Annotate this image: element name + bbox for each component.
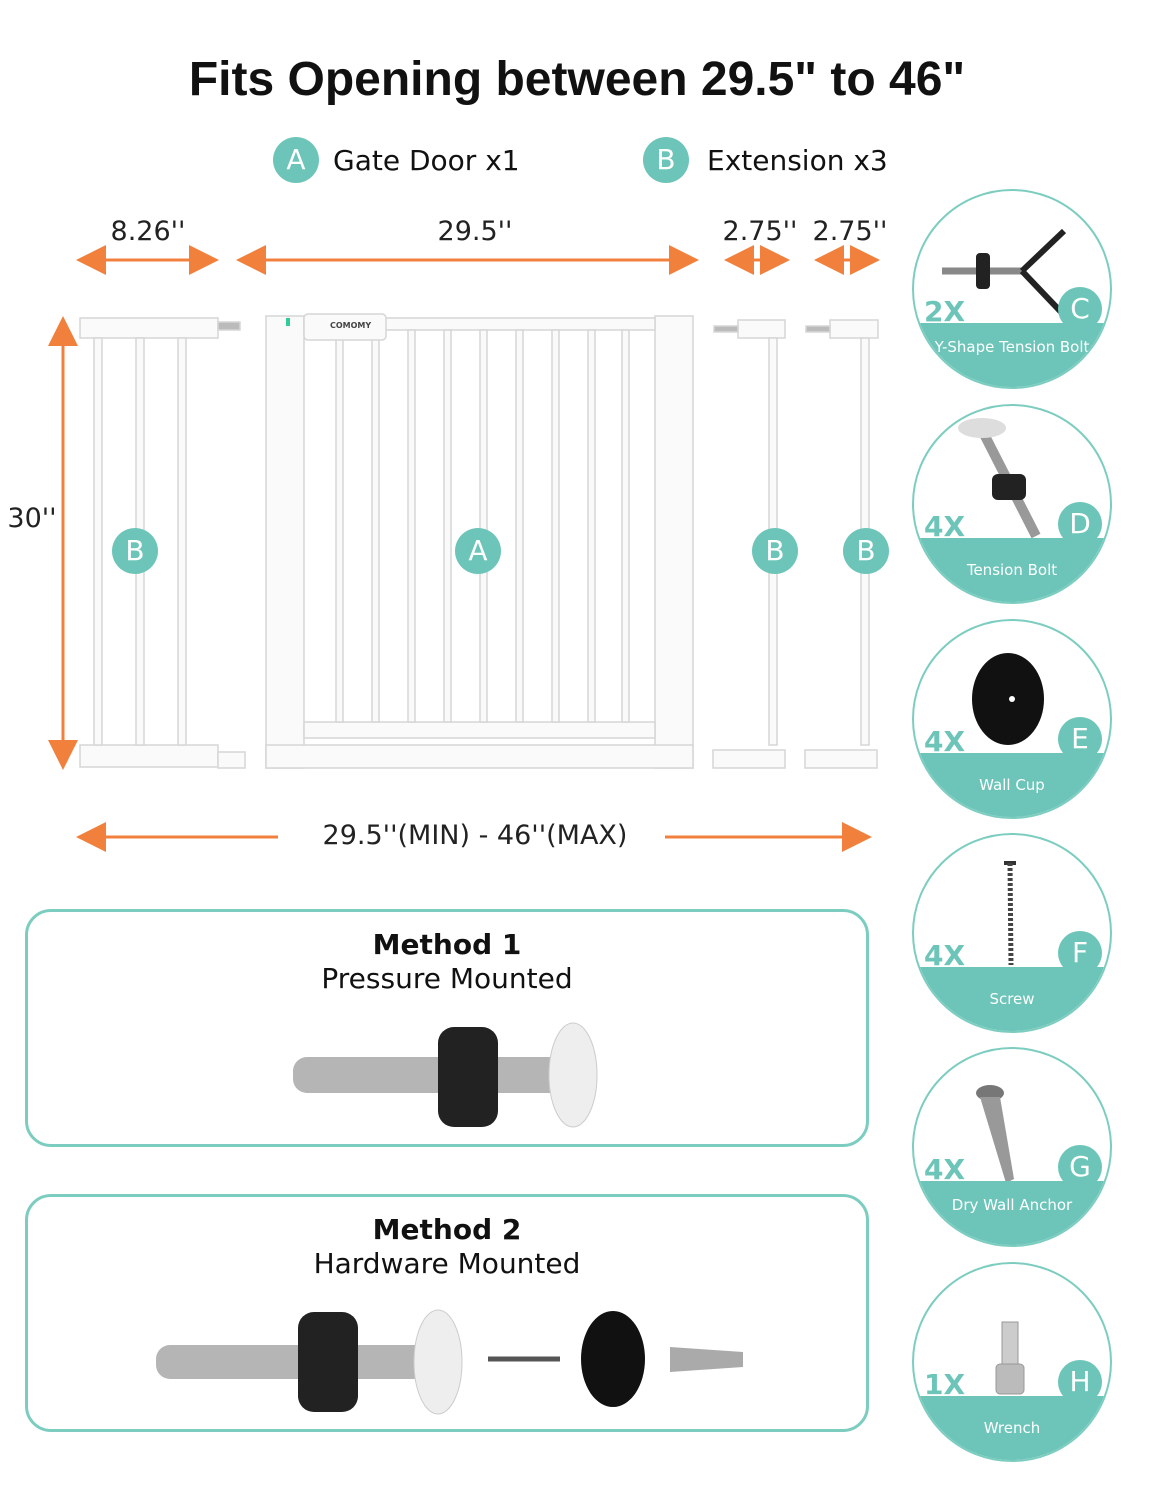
part-c-y-shape-tension-bolt: 2X C Y-Shape Tension Bolt <box>912 189 1112 389</box>
part-name: Dry Wall Anchor <box>914 1181 1110 1245</box>
part-quantity: 4X <box>924 939 966 972</box>
gate-diagram <box>48 245 880 852</box>
part-name: Screw <box>914 967 1110 1031</box>
part-name: Wall Cup <box>914 753 1110 817</box>
legend-badge-a: A <box>273 137 319 183</box>
method-2-box: Method 2 Hardware Mounted <box>25 1194 869 1432</box>
part-g-dry-wall-anchor: 4X G Dry Wall Anchor <box>912 1047 1112 1247</box>
part-name: Tension Bolt <box>914 538 1110 602</box>
legend-label-extension: Extension x3 <box>707 144 888 177</box>
part-quantity: 2X <box>924 295 966 328</box>
panel-badge-a: A <box>455 528 501 574</box>
brand-logo: COMOMY <box>330 321 372 330</box>
extension-panel-large <box>79 317 246 769</box>
method-1-box: Method 1 Pressure Mounted <box>25 909 869 1147</box>
part-quantity: 4X <box>924 510 966 543</box>
dimension-arrows <box>48 245 880 852</box>
part-name: Y-Shape Tension Bolt <box>914 323 1110 387</box>
tension-bolt-image <box>293 1022 598 1128</box>
panel-badge-b: B <box>752 528 798 574</box>
part-e-wall-cup: 4X E Wall Cup <box>912 619 1112 819</box>
page-title: Fits Opening between 29.5" to 46" <box>188 53 966 106</box>
hardware-kit-image <box>156 1309 743 1415</box>
dim-small-ext-2: 2.75'' <box>812 216 888 247</box>
dim-range: 29.5''(MIN) - 46''(MAX) <box>322 820 628 851</box>
panel-badge-b: B <box>112 528 158 574</box>
dim-extension-width: 8.26'' <box>110 216 186 247</box>
legend-label-gate: Gate Door x1 <box>333 144 520 177</box>
part-quantity: 1X <box>924 1368 966 1401</box>
method-subtitle: Pressure Mounted <box>321 962 573 995</box>
method-title: Method 2 <box>372 1213 522 1246</box>
method-title: Method 1 <box>372 928 522 961</box>
legend-badge-b: B <box>643 137 689 183</box>
part-name: Wrench <box>914 1396 1110 1460</box>
dim-gate-width: 29.5'' <box>437 216 513 247</box>
gate-door-panel <box>265 313 694 769</box>
part-quantity: 4X <box>924 1153 966 1186</box>
part-quantity: 4X <box>924 725 966 758</box>
part-d-tension-bolt: 4X D Tension Bolt <box>912 404 1112 604</box>
method-subtitle: Hardware Mounted <box>313 1247 581 1280</box>
part-h-wrench: 1X H Wrench <box>912 1262 1112 1462</box>
part-f-screw: 4X F Screw <box>912 833 1112 1033</box>
panel-badge-b: B <box>843 528 889 574</box>
dim-small-ext-1: 2.75'' <box>722 216 798 247</box>
